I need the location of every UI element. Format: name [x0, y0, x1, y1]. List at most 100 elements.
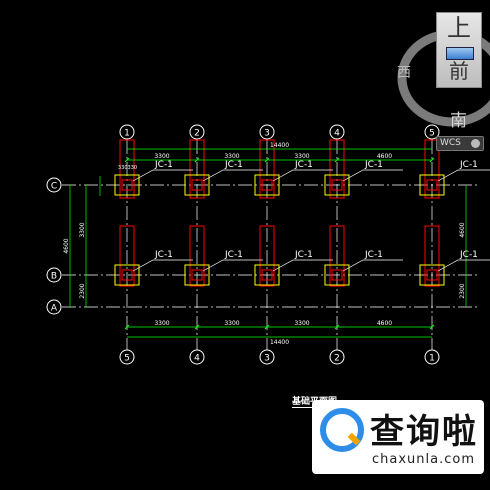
footing-5-B	[419, 264, 445, 286]
dim-top-bays-label: 3300	[294, 153, 309, 160]
footing-4-B	[324, 264, 350, 286]
footing-4-C	[324, 174, 350, 196]
footing-3-B	[254, 264, 280, 286]
dim-top-bays-tick	[429, 157, 435, 163]
axis-bubble-top-3	[259, 124, 275, 140]
footing-label: JC-1	[224, 160, 243, 170]
watermark-url: chaxunla.com	[372, 452, 475, 467]
footing-label: JC-1	[459, 160, 478, 170]
footing-leader	[272, 169, 333, 182]
axis-bubble-bottom-3	[259, 349, 275, 365]
axis-bubble-left-label: C	[51, 182, 57, 192]
dim-top-total-label: 14400	[270, 142, 289, 149]
footing-label: JC-1	[294, 250, 313, 260]
footing-5-C	[419, 174, 445, 196]
footing-leader	[202, 169, 263, 182]
dim-left-total-label: 4600	[63, 238, 70, 253]
grid-lines	[62, 140, 478, 350]
axis-bubble-left-C	[46, 177, 62, 193]
footing-label: JC-1	[459, 250, 478, 260]
footing-label: JC-1	[364, 160, 383, 170]
wcs-menu-button[interactable]: WCS	[436, 136, 484, 151]
axis-bubble-left-label: B	[51, 272, 57, 282]
dim-top-bays-tick	[334, 157, 340, 163]
dim-right-ba-label: 2300	[459, 283, 466, 298]
dim-bottom-bays-tick	[124, 324, 130, 330]
axis-bubble-bottom-label: 1	[429, 354, 435, 364]
footing-label: JC-1	[154, 250, 173, 260]
axis-bubble-bottom-label: 2	[334, 354, 340, 364]
viewcube[interactable]: 上 前	[436, 12, 482, 88]
footing-core-1-B	[121, 269, 133, 281]
compass-west-label[interactable]: 西	[397, 65, 411, 81]
dim-bottom-bays-tick	[429, 324, 435, 330]
footing-core-1-C	[121, 179, 133, 191]
dim-top-bays-tick	[194, 157, 200, 163]
dim-right-cb-label: 4600	[459, 222, 466, 237]
column-top-2	[189, 139, 205, 199]
footing-leader	[272, 259, 333, 272]
axis-bubble-left-A	[46, 299, 62, 315]
axis-bubble-top-1	[119, 124, 135, 140]
viewcube-top-label: 上	[447, 14, 471, 42]
columns	[114, 139, 445, 287]
column-top-4	[329, 139, 345, 199]
footing-leader	[132, 169, 193, 182]
column-top-5	[424, 139, 440, 199]
axis-bubble-bottom-label: 3	[264, 354, 270, 364]
axis-bubble-top-label: 3	[264, 129, 270, 139]
dim-top-bays-label: 3300	[154, 153, 169, 160]
dim-bottom-bays-tick	[194, 324, 200, 330]
axis-bubble-left-B	[46, 267, 62, 283]
footing-core-5-C	[426, 179, 438, 191]
footing-core-3-C	[261, 179, 273, 191]
footing-leader	[437, 169, 490, 182]
axis-bubble-bottom-label: 4	[194, 354, 200, 364]
axis-bubble-left-label: A	[51, 304, 58, 314]
axis-bubble-top-5	[424, 124, 440, 140]
viewcube-highlight-band	[446, 47, 474, 60]
column-bottom-2	[189, 225, 205, 287]
dim-bottom-bays-label: 3300	[224, 320, 239, 327]
dim-left-cb-label: 3300	[79, 222, 86, 237]
column-top-1	[119, 139, 135, 199]
footing-label: JC-1	[364, 250, 383, 260]
footing-1-B	[114, 264, 140, 286]
footing-core-2-B	[191, 269, 203, 281]
watermark-title: 查询啦	[370, 412, 478, 452]
dim-top-bays-tick	[264, 157, 270, 163]
axis-bubble-top-label: 5	[429, 129, 435, 139]
footing-label: JC-1	[224, 250, 243, 260]
axis-bubble-top-2	[189, 124, 205, 140]
magnifier-q-icon	[320, 408, 364, 452]
dim-bottom-total-label: 14400	[270, 339, 289, 346]
wcs-label: WCS	[440, 138, 461, 148]
footing-core-2-C	[191, 179, 203, 191]
compass-south-label[interactable]: 南	[450, 111, 467, 131]
axis-bubble-bottom-4	[189, 349, 205, 365]
dim-bottom-bays-label: 4600	[377, 320, 392, 327]
footing-3-C	[254, 174, 280, 196]
footing-1-C	[114, 174, 140, 196]
footing-2-B	[184, 264, 210, 286]
dim-small-label: 330330	[118, 165, 137, 171]
dim-bottom-bays-label: 3300	[154, 320, 169, 327]
axis-bubble-top-label: 1	[124, 129, 130, 139]
axis-bubble-bottom-5	[119, 349, 135, 365]
dim-left-ba-label: 2300	[79, 283, 86, 298]
footing-label: JC-1	[154, 160, 173, 170]
column-bottom-1	[119, 225, 135, 287]
axis-bubble-top-4	[329, 124, 345, 140]
dim-bottom-bays-tick	[334, 324, 340, 330]
axis-bubble-top-label: 2	[194, 129, 200, 139]
axis-bubble-top-label: 4	[334, 129, 340, 139]
column-bottom-5	[424, 225, 440, 287]
footing-label: JC-1	[294, 160, 313, 170]
footing-core-4-B	[331, 269, 343, 281]
axis-bubble-bottom-1	[424, 349, 440, 365]
dim-top-bays-tick	[124, 157, 130, 163]
viewcube-front-label: 前	[449, 59, 469, 83]
dim-bottom-bays-tick	[264, 324, 270, 330]
footing-leader	[342, 169, 403, 182]
